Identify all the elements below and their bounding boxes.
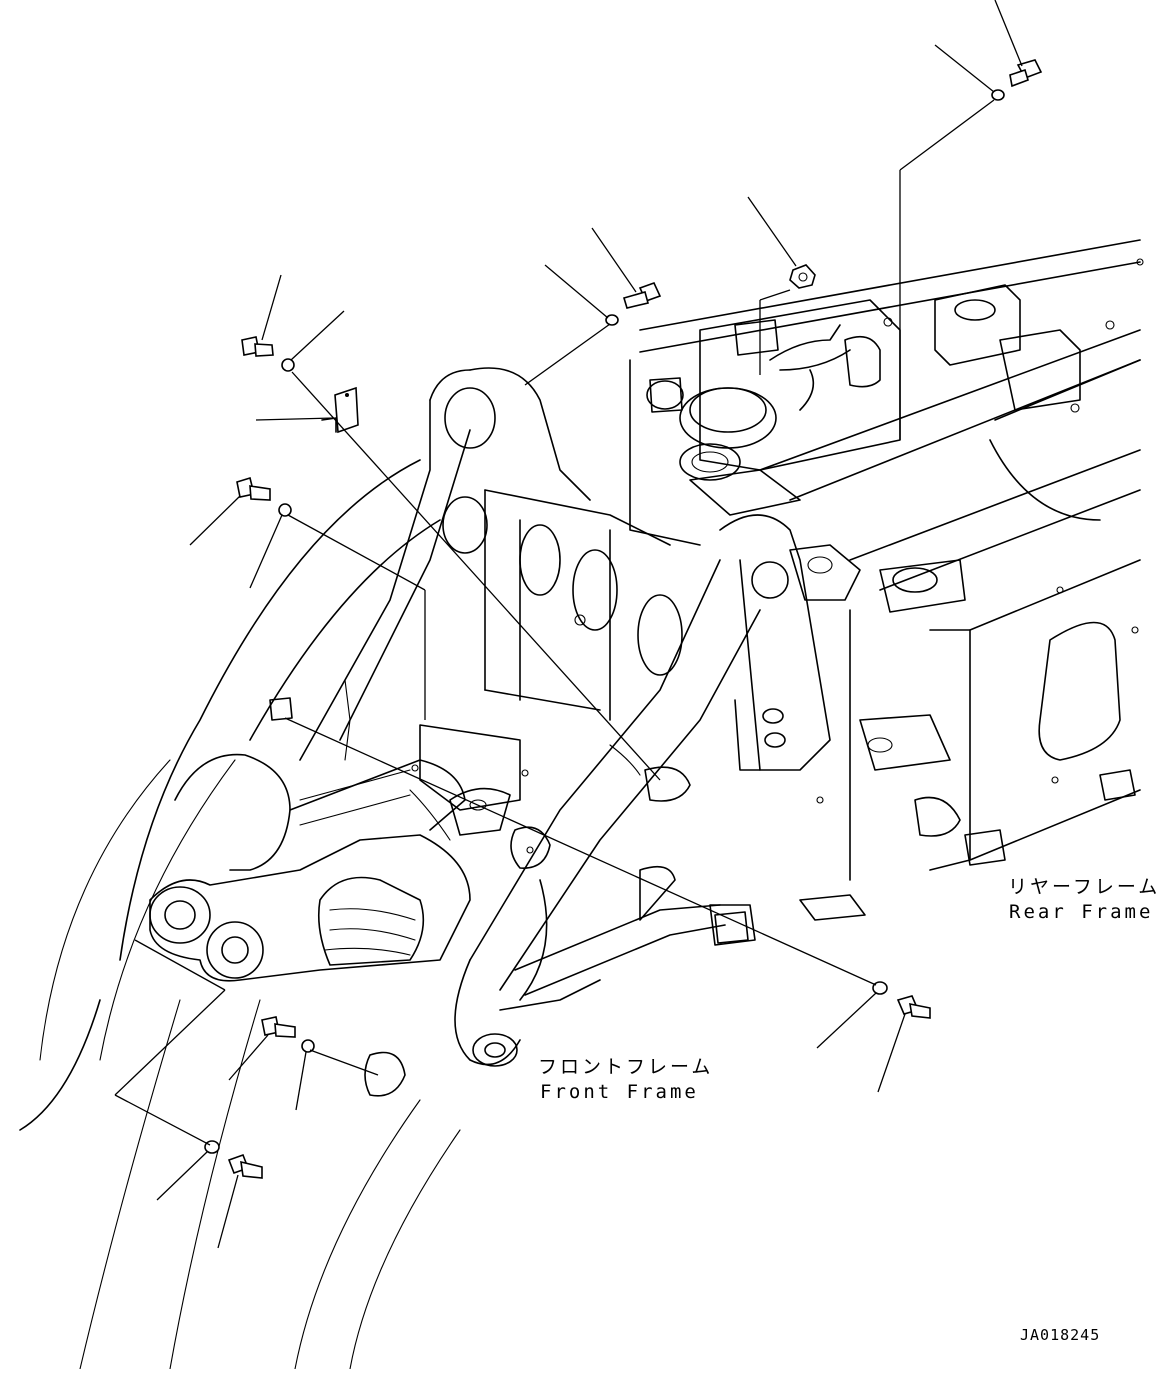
fastener-bolt-washer-mid-top xyxy=(605,282,662,326)
rear-frame-label-en: Rear Frame xyxy=(1009,901,1153,923)
rear-frame-label-jp: リヤーフレーム xyxy=(1008,876,1160,898)
mounting-bracket-part xyxy=(321,386,359,434)
leader-lines xyxy=(156,0,1023,1249)
front-frame-lower-outline xyxy=(79,999,461,1370)
rear-frame xyxy=(629,239,1144,921)
steering-valve-assembly xyxy=(646,319,881,516)
fastener-bolt-top-right xyxy=(991,59,1043,101)
fastener-bolt-washer-left-lower-1 xyxy=(261,1016,315,1053)
assembly-lines xyxy=(114,99,995,1146)
front-frame-label-jp: フロントフレーム xyxy=(538,1056,713,1078)
front-frame-label-en: Front Frame xyxy=(540,1081,699,1103)
fastener-bolt-washer-left-top xyxy=(241,336,295,372)
fastener-bolt-washer-left-mid xyxy=(236,476,292,517)
fastener-bolt-washer-left-lower-2 xyxy=(204,1140,263,1179)
drawing-id: JA018245 xyxy=(1020,1326,1100,1344)
fastener-nut-upper xyxy=(789,264,816,289)
front-frame xyxy=(19,367,861,1131)
fastener-bolt-washer-right-lower xyxy=(872,981,931,1019)
